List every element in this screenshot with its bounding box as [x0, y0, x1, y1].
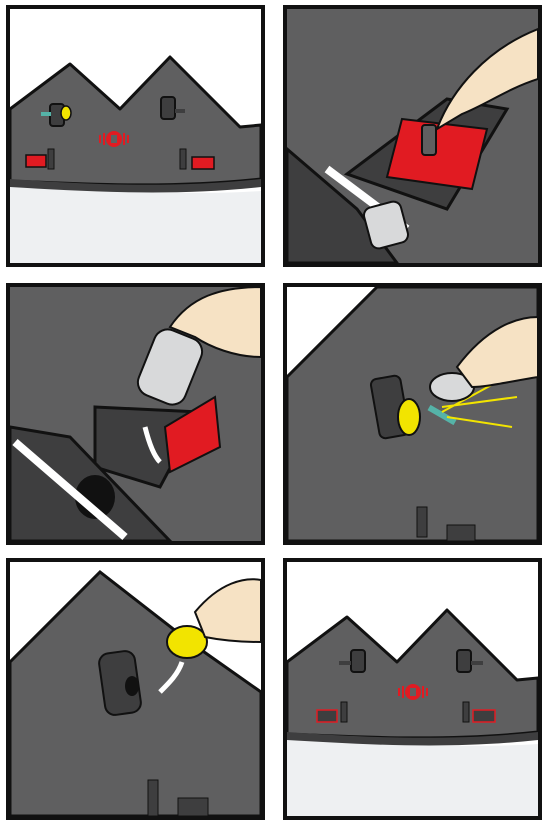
floor-shadow: [287, 737, 538, 816]
bulb-icon: [398, 399, 420, 435]
step-4-illustration: [287, 287, 538, 541]
red-logo-icon: [100, 131, 128, 147]
panel-step-2: [283, 5, 542, 267]
step-6-illustration: [287, 562, 538, 816]
cover-tab: [422, 125, 436, 155]
step-3-illustration: [10, 287, 261, 541]
panel-step-6: [283, 558, 542, 820]
step-5-illustration: [10, 562, 261, 816]
step-2-illustration: [287, 9, 538, 263]
bulb-icon: [167, 626, 207, 658]
panel-step-4: [283, 283, 542, 545]
step-1-illustration: [10, 9, 261, 263]
floor-shadow: [10, 184, 261, 263]
red-logo-icon: [399, 684, 427, 700]
panel-step-1: [6, 5, 265, 267]
panel-step-3: [6, 283, 265, 545]
panel-step-5: [6, 558, 265, 820]
